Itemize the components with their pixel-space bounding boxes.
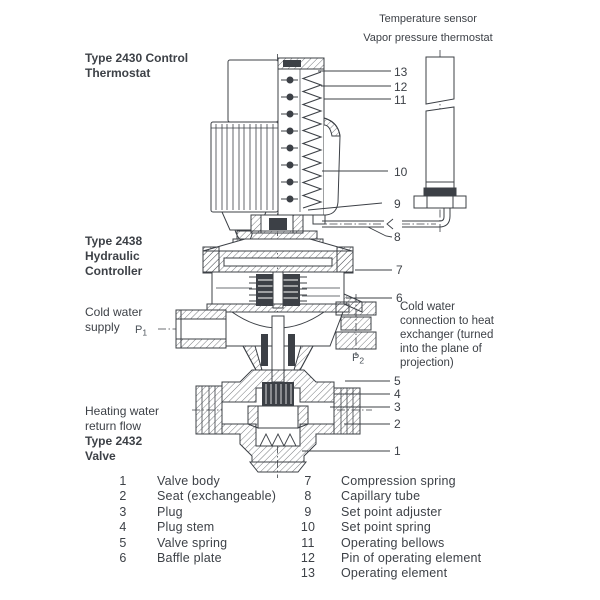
part-name: Baffle plate [157, 550, 222, 565]
label-line: Type 2438 [85, 234, 143, 248]
part-name: Set point adjuster [341, 504, 442, 519]
part-number: 9 [304, 504, 312, 519]
callout-13: 13 [394, 65, 408, 79]
part-row: 3 Plug [112, 505, 276, 520]
capillary-tube-drawing [312, 214, 394, 230]
callout-5: 5 [394, 374, 401, 388]
label-line: Type 2430 Control [85, 51, 189, 65]
part-name: Pin of operating element [341, 550, 482, 565]
caption-line: Temperature sensor [379, 13, 477, 25]
label-type-2432-valve: Type 2432 Valve [85, 434, 142, 464]
part-name: Plug stem [157, 520, 215, 535]
part-row: 13 Operating element [295, 566, 481, 581]
label-line: Type 2432 [85, 434, 143, 448]
part-row: 12 Pin of operating element [295, 551, 481, 566]
temperature-sensor-drawing [402, 56, 467, 228]
p1-label: P1 [135, 324, 147, 338]
callout-10: 10 [394, 165, 408, 179]
label-cold-water-supply: Cold water supply [85, 305, 142, 335]
annotation-line: exchanger (turned [400, 329, 494, 341]
callout-6: 6 [396, 291, 403, 305]
caption-temperature-sensor: Temperature sensor Vapor pressure thermo… [340, 10, 516, 48]
part-name: Operating bellows [341, 535, 445, 550]
label-line: Cold water [85, 305, 143, 319]
part-name: Valve body [157, 474, 220, 488]
parts-list-right: 7 Compression spring 8 Capillary tube 9 … [295, 474, 481, 582]
part-number: 7 [304, 474, 312, 488]
part-row: 4 Plug stem [112, 520, 276, 535]
part-number: 3 [119, 504, 127, 519]
label-line: Hydraulic [85, 249, 140, 263]
part-name: Operating element [341, 566, 448, 581]
part-number: 2 [119, 489, 127, 504]
callout-8: 8 [394, 230, 401, 244]
part-number: 11 [301, 535, 315, 550]
annotation-line: connection to heat [400, 315, 494, 327]
parts-list-left: 1 Valve body 2 Seat (exchangeable) 3 Plu… [112, 474, 276, 566]
callout-2: 2 [394, 417, 401, 431]
operating-element-pins [281, 76, 298, 203]
part-number: 1 [119, 474, 127, 488]
label-type-2430-control-thermostat: Type 2430 Control Thermostat [85, 51, 188, 81]
callout-numbers: 13 12 11 10 9 8 7 6 5 4 3 2 1 [394, 65, 408, 458]
part-row: 1 Valve body [112, 474, 276, 489]
part-number: 12 [300, 550, 316, 565]
thermostat-head-drawing [210, 57, 341, 243]
label-line: Heating water [85, 404, 160, 418]
part-row: 6 Baffle plate [112, 551, 276, 566]
part-name: Set point spring [341, 520, 432, 535]
p2-label: P2 [352, 352, 364, 366]
label-line: supply [85, 320, 120, 334]
label-heating-water-return-flow: Heating water return flow [85, 404, 159, 434]
label-line: Thermostat [85, 66, 151, 80]
operating-bellows [249, 271, 307, 309]
valve-plug [262, 382, 294, 406]
valve-body-drawing [195, 369, 361, 473]
caption-line: Vapor pressure thermostat [363, 32, 493, 44]
callout-11: 11 [394, 93, 407, 107]
annotation-line: projection) [400, 357, 454, 369]
part-number: 13 [300, 566, 316, 581]
cold-water-connection-drawing [335, 293, 377, 350]
part-name: Valve spring [157, 535, 228, 550]
part-row: 5 Valve spring [112, 536, 276, 551]
annotation-cold-water-connection: Cold water connection to heat exchanger … [400, 300, 520, 370]
hydraulic-controller-drawing [175, 230, 354, 383]
annotation-line: Cold water [400, 301, 455, 313]
part-name: Capillary tube [341, 489, 421, 504]
cold-water-supply-pipe [175, 309, 227, 349]
label-type-2438-hydraulic-controller: Type 2438 Hydraulic Controller [85, 234, 142, 279]
part-number: 6 [119, 550, 127, 565]
callout-3: 3 [394, 400, 401, 414]
part-name: Compression spring [341, 474, 456, 488]
callout-4: 4 [394, 387, 401, 401]
part-number: 10 [300, 520, 316, 535]
label-line: Valve [85, 449, 116, 463]
part-number: 8 [304, 489, 312, 504]
part-name: Plug [157, 504, 183, 519]
part-row: 7 Compression spring [295, 474, 481, 489]
part-row: 9 Set point adjuster [295, 505, 481, 520]
part-row: 8 Capillary tube [295, 489, 481, 504]
callout-7: 7 [396, 263, 403, 277]
part-row: 10 Set point spring [295, 520, 481, 535]
part-row: 11 Operating bellows [295, 536, 481, 551]
label-line: Controller [85, 264, 143, 278]
part-row: 2 Seat (exchangeable) [112, 489, 276, 504]
callout-1: 1 [394, 444, 401, 458]
part-number: 5 [119, 535, 127, 550]
callout-leaders [302, 70, 393, 452]
annotation-line: into the plane of [400, 343, 482, 355]
callout-12: 12 [394, 80, 408, 94]
part-name: Seat (exchangeable) [157, 489, 277, 504]
part-number: 4 [119, 520, 127, 535]
label-line: return flow [85, 419, 142, 433]
callout-9: 9 [394, 197, 401, 211]
